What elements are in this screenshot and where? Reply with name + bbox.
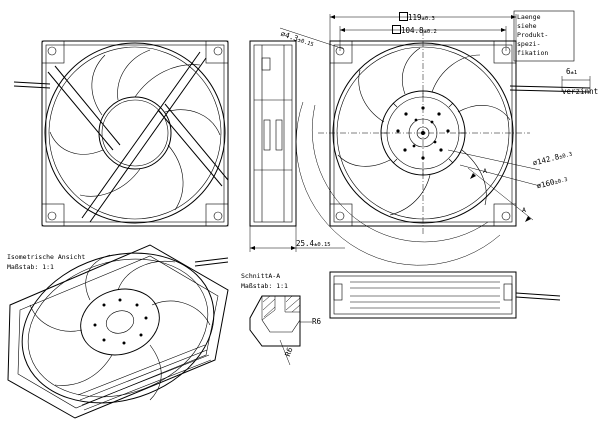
isometric-view (7, 244, 229, 419)
section-title: SchnittA-A (241, 272, 281, 280)
dim-depth: 25.4±0.15 (296, 240, 331, 249)
dim-wire: 6±1 (566, 68, 577, 77)
side-view (249, 40, 345, 252)
dim-wire-label: verzinnt (562, 87, 599, 96)
section-scale: Maßstab: 1:1 (241, 282, 288, 290)
wire-length-note-line: siehe (517, 22, 537, 30)
wire-length-note: Laenge siehe Produkt- spezi- fikation (517, 13, 575, 58)
bottom-view (329, 271, 561, 319)
dim-width-outer-tol: ±0.3 (421, 16, 435, 22)
section-view (249, 295, 312, 366)
wire-length-note-line: spezi- (517, 40, 541, 48)
section-marker-top: A (483, 167, 487, 175)
iso-scale: Maßstab: 1:1 (7, 263, 54, 271)
dim-width-inner: 104.8±0.2 (392, 25, 437, 36)
iso-title: Isometrische Ansicht (7, 253, 86, 261)
dim-width-outer: 119±0.3 (399, 12, 435, 23)
dim-depth-value: 25.4 (296, 239, 315, 248)
wire-length-note-line: Produkt- (517, 31, 549, 39)
wire-length-note-line: Laenge (517, 13, 541, 21)
dim-wire-tol: ±1 (570, 70, 578, 76)
front-view-right (279, 10, 591, 266)
section-marker-bottom: A (522, 206, 526, 214)
front-view-left (13, 40, 229, 227)
dim-width-inner-value: 104.8 (401, 26, 424, 35)
dim-width-outer-value: 119 (408, 13, 422, 22)
radius-a: R6 (312, 317, 322, 326)
dim-depth-tol: ±0.15 (314, 242, 331, 248)
wire-length-note-line: fikation (517, 49, 549, 57)
dim-wire-value: 6 (566, 67, 571, 76)
dim-width-inner-tol: ±0.2 (423, 29, 437, 35)
